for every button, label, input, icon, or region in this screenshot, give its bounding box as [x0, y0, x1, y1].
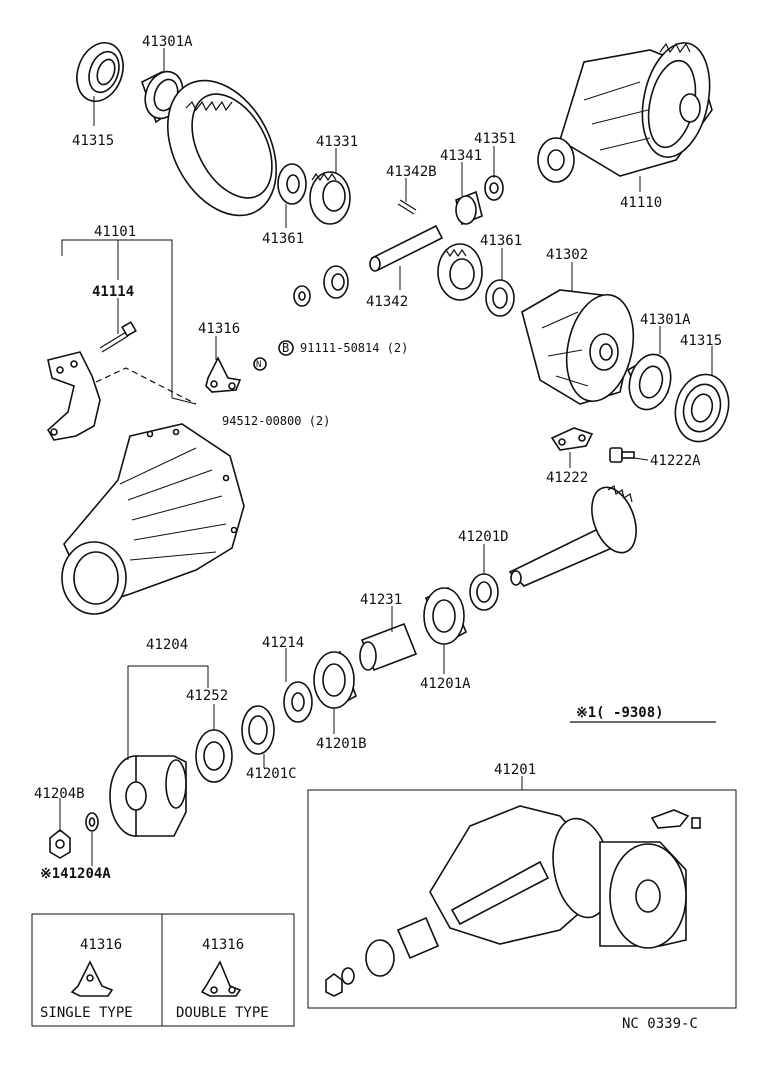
- pin-41342B: [397, 199, 417, 215]
- callout-circle-bolt: B: [278, 340, 294, 356]
- bolt-41114: [99, 321, 137, 353]
- pinion-washer-41351: [484, 175, 504, 201]
- legend-double-part: 41316: [202, 937, 244, 953]
- label-41222: 41222: [546, 470, 588, 486]
- label-41114: 41114: [92, 284, 134, 300]
- axle-housing: [61, 423, 245, 615]
- label-41201D: 41201D: [458, 529, 509, 545]
- bearing-41201A: [423, 586, 468, 646]
- pinion-assembly-box: [307, 789, 737, 1009]
- bracket-41101-assembly: [46, 351, 101, 441]
- washer-41204A: [85, 812, 99, 832]
- collapsible-spacer-41231: [359, 622, 418, 672]
- label-41342: 41342: [366, 294, 408, 310]
- label-41214: 41214: [262, 635, 304, 651]
- legend-double-caption: DOUBLE TYPE: [176, 1005, 269, 1021]
- label-41361-mid: 41361: [480, 233, 522, 249]
- pinion-washer-lower-left: [293, 285, 311, 307]
- label-41361-top: 41361: [262, 231, 304, 247]
- legend-single-part: 41316: [80, 937, 122, 953]
- nut-callout-symbol: N: [256, 360, 261, 370]
- oil-seal-41315-top: [76, 42, 124, 102]
- side-gear-41331: [309, 171, 351, 225]
- leader-lines: [59, 48, 713, 866]
- label-41101: 41101: [94, 224, 136, 240]
- legend-box: [31, 913, 295, 1027]
- label-41342B: 41342B: [386, 164, 437, 180]
- bolt-41222A: [609, 447, 635, 463]
- label-41351: 41351: [474, 131, 516, 147]
- label-41331: 41331: [316, 134, 358, 150]
- label-41301A-top: 41301A: [142, 34, 193, 50]
- label-91111-50814: 91111-50814 (2): [300, 341, 408, 355]
- nut-41204B: [49, 828, 71, 859]
- bearing-41301A-mid: [626, 353, 672, 411]
- slinger-41252: [195, 729, 233, 783]
- lock-plate-41222: [550, 427, 594, 451]
- label-94512-00800: 94512-00800 (2): [222, 414, 330, 428]
- oil-seal-41315-mid: [674, 373, 730, 443]
- thrust-washer-41361-mid: [485, 279, 515, 317]
- double-type-bracket-icon: [200, 960, 242, 997]
- bracket-41316-main: [205, 356, 242, 393]
- bracket-link-dashed-line: [95, 367, 197, 405]
- washer-41214: [283, 681, 313, 723]
- label-41341: 41341: [440, 148, 482, 164]
- label-41301A-mid: 41301A: [640, 312, 691, 328]
- legend-single-caption: SINGLE TYPE: [40, 1005, 133, 1021]
- differential-case-41302: [521, 289, 635, 405]
- label-41204B: 41204B: [34, 786, 85, 802]
- ring-gear: [166, 79, 278, 217]
- pinion-gear-41341: [455, 190, 483, 226]
- label-41315-mid: 41315: [680, 333, 722, 349]
- bearing-41201B: [313, 650, 357, 710]
- label-41302: 41302: [546, 247, 588, 263]
- label-41204A: ※141204A: [40, 866, 111, 882]
- label-41316-main: 41316: [198, 321, 240, 337]
- thrust-washer-41361-top: [277, 163, 307, 205]
- side-gear-lower: [437, 243, 483, 301]
- single-type-bracket-icon: [70, 960, 114, 997]
- label-41201-box: 41201: [494, 762, 536, 778]
- label-41201C: 41201C: [246, 766, 297, 782]
- label-41201A: 41201A: [420, 676, 471, 692]
- callout-circle-nut: N: [253, 357, 267, 371]
- drawing-code: NC 0339-C: [622, 1016, 698, 1032]
- pinion-gear-lower-left: [323, 265, 349, 299]
- oil-seal-41201C: [241, 705, 275, 755]
- pinion-shaft-41342: [369, 224, 444, 272]
- label-41201B: 41201B: [316, 736, 367, 752]
- companion-flange-41204: [109, 755, 187, 837]
- label-41252: 41252: [186, 688, 228, 704]
- spacer-41201D: [469, 573, 499, 611]
- differential-carrier-41110: [537, 42, 713, 183]
- label-41315-top: 41315: [72, 133, 114, 149]
- drive-pinion-41201: [508, 485, 637, 587]
- label-41110: 41110: [620, 195, 662, 211]
- label-41231: 41231: [360, 592, 402, 608]
- label-41222A: 41222A: [650, 453, 701, 469]
- bolt-callout-symbol: B: [282, 341, 289, 355]
- label-range-note: ※1( -9308): [576, 705, 664, 721]
- label-41204: 41204: [146, 637, 188, 653]
